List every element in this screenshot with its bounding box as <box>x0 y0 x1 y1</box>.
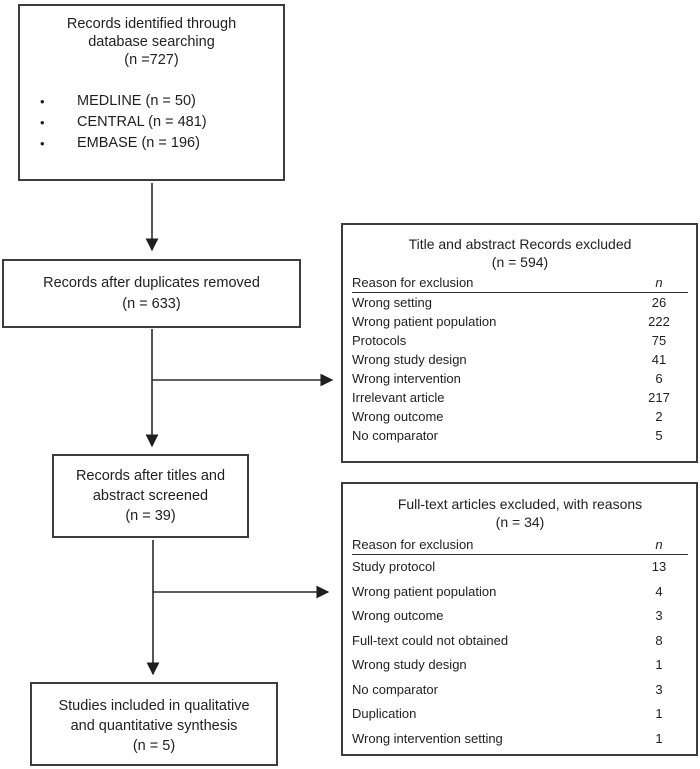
list-item: • CENTRAL (n = 481) <box>40 112 283 133</box>
table-row: Study protocol 13 <box>352 555 688 580</box>
reason-label: Wrong patient population <box>352 314 497 329</box>
table-row: No comparator 5 <box>352 426 688 445</box>
table-header-row: Reason for exclusion n <box>352 274 688 293</box>
table-row: Wrong intervention 6 <box>352 369 688 388</box>
title-line: Studies included in qualitative <box>58 698 250 714</box>
count-line: (n = 39) <box>125 508 176 524</box>
header-reason: Reason for exclusion <box>352 275 474 290</box>
reason-label: Full-text could not obtained <box>352 632 509 648</box>
reason-label: Wrong outcome <box>352 608 444 623</box>
reason-label: No comparator <box>352 428 438 443</box>
reason-label: Protocols <box>352 333 407 348</box>
box-records-identified: Records identified through database sear… <box>18 4 285 181</box>
table-row: Protocols 75 <box>352 331 688 350</box>
box-records-identified-title: Records identified through database sear… <box>20 6 283 69</box>
table-row: Wrong patient population 222 <box>352 312 688 331</box>
header-count: n <box>655 537 663 552</box>
excluded-title-abstract-heading: Title and abstract Records excluded (n =… <box>352 225 688 271</box>
source-label: MEDLINE (n = 50) <box>77 93 196 109</box>
box-studies-included-text: Studies included in qualitative and quan… <box>32 684 276 756</box>
box-duplicates-removed-text: Records after duplicates removed (n = 63… <box>4 261 299 315</box>
title-line: abstract screened <box>92 488 209 504</box>
bullet-icon: • <box>40 136 45 151</box>
header-count: n <box>655 275 663 290</box>
table-row: Wrong outcome 3 <box>352 604 688 629</box>
reason-count: 1 <box>655 657 663 672</box>
count-line: (n =727) <box>124 52 179 68</box>
title-line: Records after titles and <box>75 468 226 484</box>
table-row: Irrelevant article 217 <box>352 388 688 407</box>
reason-count: 6 <box>655 371 663 386</box>
reason-count: 41 <box>651 352 667 367</box>
reason-label: Study protocol <box>352 559 436 574</box>
reason-count: 217 <box>648 390 670 405</box>
table-row: Wrong study design 1 <box>352 653 688 678</box>
reason-count: 26 <box>651 295 667 310</box>
reason-count: 2 <box>655 409 663 424</box>
reason-count: 4 <box>655 583 663 599</box>
box-fulltext-excluded: Full-text articles excluded, with reason… <box>341 482 698 756</box>
table-row: No comparator 3 <box>352 678 688 703</box>
reason-count: 8 <box>655 632 663 648</box>
count-line: (n = 34) <box>495 514 545 530</box>
table-row: Full-text could not obtained 8 <box>352 629 688 654</box>
table-row: Wrong setting 26 <box>352 293 688 312</box>
source-label: EMBASE (n = 196) <box>77 135 200 151</box>
table-row: Wrong intervention setting 1 <box>352 727 688 752</box>
table-row: Wrong study design 41 <box>352 350 688 369</box>
title-line: Records identified through <box>66 16 237 32</box>
list-item: • MEDLINE (n = 50) <box>40 91 283 112</box>
box-title-abstract-excluded: Title and abstract Records excluded (n =… <box>341 223 698 463</box>
title-line: database searching <box>88 34 215 50</box>
reason-count: 13 <box>651 559 667 574</box>
reason-count: 5 <box>655 428 663 443</box>
bullet-icon: • <box>40 115 45 130</box>
table-header-row: Reason for exclusion n <box>352 536 688 555</box>
box-studies-included: Studies included in qualitative and quan… <box>30 682 278 766</box>
reason-label: Wrong study design <box>352 657 467 672</box>
reason-label: Wrong study design <box>352 352 467 367</box>
box-duplicates-removed: Records after duplicates removed (n = 63… <box>2 259 301 328</box>
title-line: Full-text articles excluded, with reason… <box>397 496 643 512</box>
reason-label: Duplication <box>352 706 417 721</box>
table-row: Wrong patient population 4 <box>352 580 688 605</box>
box-titles-screened: Records after titles and abstract screen… <box>52 454 249 538</box>
reason-label: Wrong outcome <box>352 409 444 424</box>
reason-count: 3 <box>655 608 663 623</box>
reason-count: 1 <box>655 730 663 746</box>
reason-count: 3 <box>655 681 663 697</box>
reason-label: Wrong intervention setting <box>352 730 503 746</box>
count-line: (n = 5) <box>132 738 176 754</box>
reason-label: Wrong setting <box>352 295 432 310</box>
reason-label: Wrong patient population <box>352 583 497 599</box>
table-row: Duplication 1 <box>352 702 688 727</box>
reason-count: 222 <box>648 314 670 329</box>
reason-count: 75 <box>651 333 667 348</box>
bullet-icon: • <box>40 94 45 109</box>
count-line: (n = 594) <box>491 254 549 270</box>
reason-count: 1 <box>655 706 663 721</box>
reason-label: Irrelevant article <box>352 390 445 405</box>
title-line: Title and abstract Records excluded <box>408 236 632 252</box>
box-titles-screened-text: Records after titles and abstract screen… <box>54 456 247 526</box>
header-reason: Reason for exclusion <box>352 537 474 552</box>
title-line: Records after duplicates removed <box>43 275 260 291</box>
source-label: CENTRAL (n = 481) <box>77 114 207 130</box>
title-line: and quantitative synthesis <box>70 718 238 734</box>
reason-label: No comparator <box>352 681 438 697</box>
count-line: (n = 633) <box>122 296 181 312</box>
database-source-list: • MEDLINE (n = 50) • CENTRAL (n = 481) •… <box>20 91 283 154</box>
reason-label: Wrong intervention <box>352 371 461 386</box>
table-row: Wrong outcome 2 <box>352 407 688 426</box>
list-item: • EMBASE (n = 196) <box>40 133 283 154</box>
excluded-fulltext-heading: Full-text articles excluded, with reason… <box>352 484 688 531</box>
